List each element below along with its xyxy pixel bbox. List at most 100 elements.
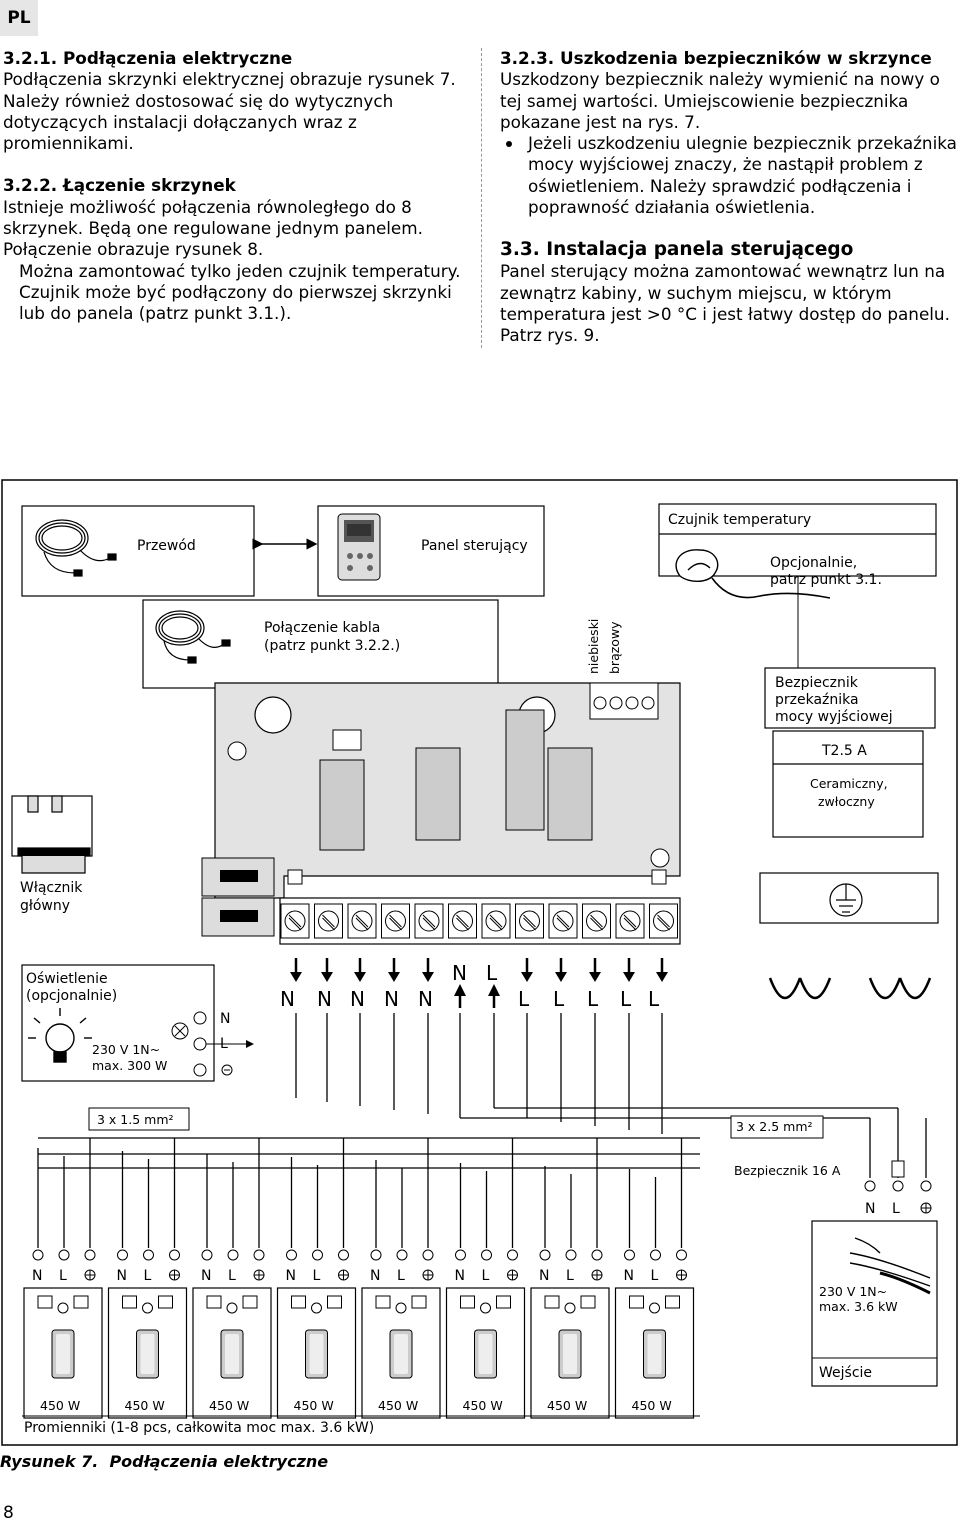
lighting-spec-1: 230 V 1N~: [92, 1042, 160, 1057]
page-number: 8: [3, 1503, 14, 1523]
light-bulb-icon: [28, 1008, 92, 1063]
small-cable-label: 3 x 1.5 mm²: [97, 1112, 174, 1127]
terminal-label-top: N: [452, 961, 467, 985]
heater-n-label: N: [539, 1268, 549, 1284]
relay-fuse-title-2: przekaźnika: [775, 692, 859, 708]
sensor-title: Czujnik temperatury: [668, 512, 811, 528]
heater-power-label: 450 W: [463, 1398, 503, 1413]
heater-n-label: N: [624, 1268, 634, 1284]
relay-fuse-title-3: mocy wyjściowej: [775, 709, 893, 725]
main-switch-label-1: Włącznik: [20, 880, 83, 896]
heater-l-label: L: [313, 1268, 321, 1284]
heater-l-label: L: [651, 1268, 659, 1284]
supply-l-label: L: [892, 1201, 900, 1217]
ground-symbol-icon: [920, 1202, 932, 1214]
lighting-terminals: [171, 1011, 207, 1077]
section-body-3-2-3: Uszkodzony bezpiecznik należy wymienić n…: [500, 69, 940, 132]
ground-symbol-icon: [221, 1064, 233, 1076]
heater-power-label: 450 W: [125, 1398, 165, 1413]
relay-fuse-title-1: Bezpiecznik: [775, 675, 859, 691]
terminal-label: L: [518, 987, 530, 1011]
heater-n-label: N: [201, 1268, 211, 1284]
section-heading-3-2-3: 3.2.3. Uszkodzenia bezpieczników w skrzy…: [500, 48, 932, 68]
cable-connection-box: [142, 599, 499, 689]
section-body-3-2-2-a: Istnieje możliwość połączenia równoległe…: [3, 196, 423, 260]
control-panel-label: Panel sterujący: [421, 538, 528, 554]
terminal-label: N: [280, 987, 295, 1011]
cable-label: Przewód: [137, 538, 196, 554]
cable-coil-icon: [35, 519, 117, 577]
heater-l-label: L: [566, 1268, 574, 1284]
wiring: [37, 1013, 927, 1248]
cable-connection-label-1: Połączenie kabla: [264, 620, 380, 636]
control-panel-icon: [337, 513, 381, 581]
heater-n-label: N: [117, 1268, 127, 1284]
figure-caption-text: Podłączenia elektryczne: [109, 1452, 329, 1471]
main-switch-icon: [11, 795, 93, 874]
relay-fuse-type-1: Ceramiczny,: [810, 776, 888, 791]
lighting-label-2: (opcjonalnie): [26, 988, 117, 1004]
lighting-label-1: Oświetlenie: [26, 971, 108, 987]
lighting-spec-2: max. 300 W: [92, 1058, 167, 1073]
section-heading-3-2-2: 3.2.2. Łączenie skrzynek: [3, 175, 236, 196]
main-switch-label-2: główny: [20, 898, 70, 914]
cable-connection-label-2: (patrz punkt 3.2.2.): [264, 638, 400, 654]
sensor-optional-1: Opcjonalnie,: [770, 555, 857, 571]
heater-n-label: N: [286, 1268, 296, 1284]
heater-l-label: L: [59, 1268, 67, 1284]
heater-l-label: L: [397, 1268, 405, 1284]
section-body-3-3: Panel sterujący można zamontować wewnątr…: [500, 261, 950, 346]
heater-power-label: 450 W: [547, 1398, 587, 1413]
column-divider: [481, 48, 482, 348]
wiring-diagram: Przewód Panel sterujący Czujnik temperat…: [0, 478, 960, 1448]
section-heading-3-3: 3.3. Instalacja panela sterującego: [500, 239, 854, 261]
main-fuse-label: Bezpiecznik 16 A: [734, 1163, 841, 1178]
supply-spec-2: max. 3.6 kW: [819, 1299, 898, 1314]
wire-blue-label: niebieski: [586, 619, 601, 674]
language-tag: PL: [0, 0, 38, 36]
figure-caption-label: Rysunek 7.: [0, 1452, 99, 1471]
circuit-board: [214, 682, 681, 899]
right-column: 3.2.3. Uszkodzenia bezpieczników w skrzy…: [500, 48, 960, 347]
cable-box: [21, 505, 255, 597]
small-cable-box: [88, 1107, 190, 1131]
relay-fuse-box: [764, 667, 936, 729]
heaters: N L 450 W N L 450 W N L 450 W N L 450 W N L 450 W N L 450…: [23, 1249, 695, 1419]
side-connectors: [201, 857, 275, 937]
figure-caption: Rysunek 7. Podłączenia elektryczne: [0, 1452, 328, 1471]
supply-terminals: [864, 1180, 932, 1192]
terminal-label: N: [384, 987, 399, 1011]
diagram-frame: [1, 479, 958, 1446]
terminal-label: N: [418, 987, 433, 1011]
relay-fuse-value: T2.5 A: [821, 743, 867, 759]
sensor-optional-2: patrz punkt 3.1.: [770, 572, 882, 588]
cable-coil-icon-2: [155, 610, 231, 664]
supply-label: Wejście: [819, 1365, 872, 1381]
heater-power-label: 450 W: [378, 1398, 418, 1413]
heater-power-label: 450 W: [40, 1398, 80, 1413]
heater-power-label: 450 W: [632, 1398, 672, 1413]
terminal-block: [279, 897, 681, 945]
terminal-label: L: [553, 987, 565, 1011]
relay-fuse-type-2: zwłoczny: [818, 794, 875, 809]
relay-fuse-spec-box: [772, 730, 924, 838]
big-cable-label: 3 x 2.5 mm²: [736, 1119, 813, 1134]
temperature-sensor-icon: [675, 549, 831, 599]
terminal-label: L: [648, 987, 660, 1011]
heater-l-label: L: [482, 1268, 490, 1284]
terminal-screws: [280, 903, 678, 939]
heaters-caption: Promienniki (1-8 pcs, całkowita moc max.…: [24, 1420, 374, 1436]
supply-n-label: N: [865, 1201, 875, 1217]
wire-brown-label: brązowy: [607, 621, 622, 674]
ground-terminal: [759, 872, 939, 1000]
section-body-3-2-1: Podłączenia skrzynki elektrycznej obrazu…: [3, 69, 456, 154]
lighting-n-label: N: [220, 1011, 230, 1027]
terminal-label: L: [620, 987, 632, 1011]
heater-n-label: N: [370, 1268, 380, 1284]
big-cable-box: [730, 1115, 824, 1139]
section-heading-3-2-1: 3.2.1. Podłączenia elektryczne: [3, 48, 293, 68]
heater-l-label: L: [144, 1268, 152, 1284]
heater-power-label: 450 W: [294, 1398, 334, 1413]
heater-n-label: N: [455, 1268, 465, 1284]
